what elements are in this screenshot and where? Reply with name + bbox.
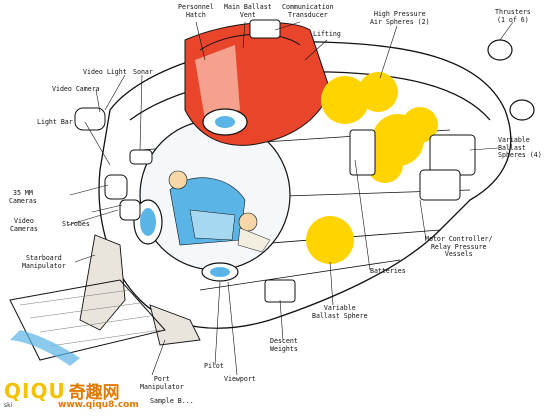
label-motor-controller: Motor Controller/ Relay Pressure Vessels [425,235,493,259]
label-strobes: Strobes [62,220,90,228]
viewport-glass [140,208,156,236]
bottom-viewport-glass [210,267,230,277]
thruster [487,39,535,121]
label-variable-ballast-sphere: Variable Ballast Sphere [312,304,368,320]
label-personnel-hatch: Personnel Hatch [178,3,214,19]
label-thrusters: Thrusters (1 of 6) [495,8,531,24]
label-main-ballast-vent: Main Ballast Vent [224,3,272,19]
label-high-pressure-air-spheres: High Pressure Air Spheres (2) [370,10,430,26]
label-starboard-manipulator: Starboard Manipulator [22,254,66,270]
label-descent-weights: Descent Weights [270,337,298,353]
label-viewport: Viewport [224,375,256,383]
label-light-bar: Light Bar [37,118,73,126]
label-lifting: Lifting [313,30,341,38]
leader-lines [67,21,514,376]
label-video-camera: Video Camera [52,85,100,93]
watermark-brand-cn: 奇趣网 [68,383,120,403]
label-pilot: Pilot [204,362,224,370]
label-port-manipulator: Port Manipulator [140,375,184,391]
watermark-url: www.qiqu8.com [58,400,139,410]
label-sonar: Sonar [133,68,153,76]
label-video-cameras: Video Cameras [10,217,38,233]
hatch-glass [215,116,235,128]
label-video-light: Video Light [83,68,127,76]
label-batteries: Batteries [370,267,406,275]
sail-highlight [195,45,240,120]
label-variable-ballast-spheres: Variable Ballast Spheres (4) [498,136,542,160]
water-splash [10,330,80,366]
lights-and-cameras [74,107,153,221]
label-communication-transducer: Communication Transducer [282,3,334,19]
high-pressure-spheres [321,72,438,183]
manipulators [79,234,201,346]
crew [168,170,271,253]
label-35mm-cameras: 35 MM Cameras [9,189,37,205]
sample-basket-mesh [19,289,161,347]
machinery [249,19,476,303]
watermark-brand-latin: QIQU [4,379,66,403]
watermark-corner: ski [4,402,13,409]
label-sample-basket: Sample B... [150,397,194,405]
variable-ballast-sphere [306,216,354,264]
